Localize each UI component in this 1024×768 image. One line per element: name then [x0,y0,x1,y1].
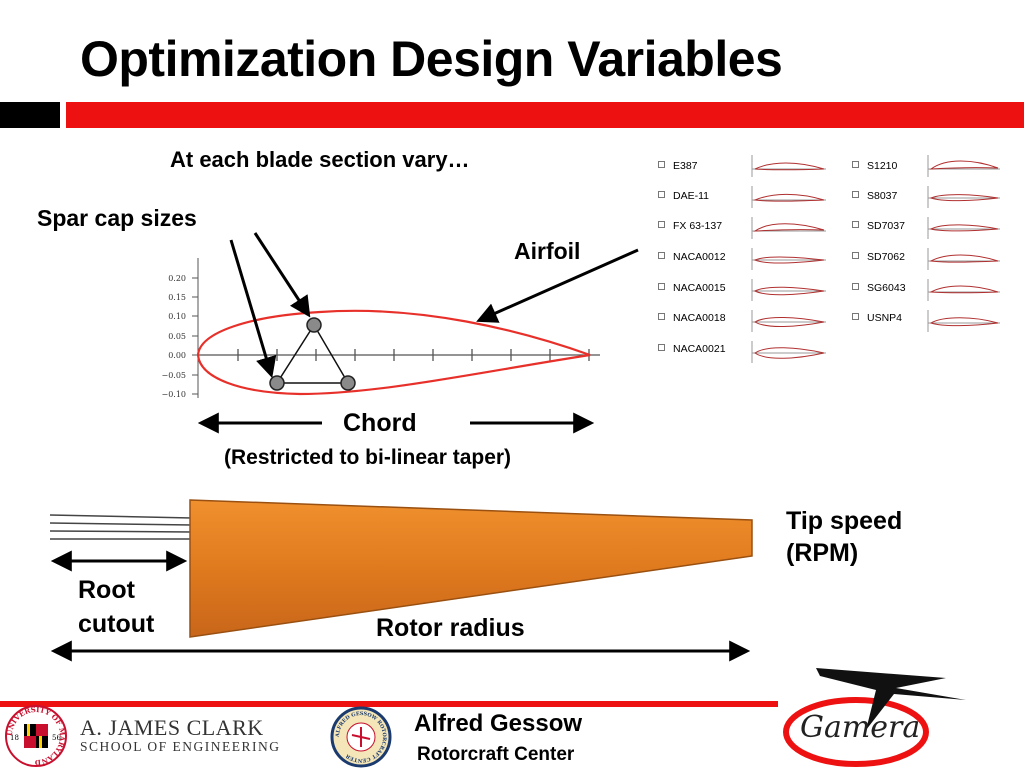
chord-note: (Restricted to bi-linear taper) [224,446,512,469]
umd-logo: UNIVERSITY OF MARYLAND 18 56 [5,705,67,767]
airfoil-label: Airfoil [514,238,581,264]
airfoil-item: NACA0018 [658,312,726,324]
tip-speed-label: Tip speed (RPM) [786,505,902,569]
clark-line2: SCHOOL OF ENGINEERING [80,739,281,754]
slide-title: Optimization Design Variables [80,31,783,87]
y-tick-1: 0.20 [168,274,186,283]
header-bar-red [66,102,1024,128]
root-line1: Root [78,576,135,604]
rotor-blade [49,499,753,638]
airfoil-item: NACA0021 [658,343,726,355]
y-tick-2: 0.15 [168,293,186,302]
annotation-arrows [50,232,751,662]
airfoil-plot: 0.20 0.15 0.10 0.05 0.00 −0.05 −0.10 [161,258,600,399]
spar-cap-label: Spar cap sizes [37,205,197,231]
airfoil-thumbnails [751,155,1000,363]
gessow-line2: Rotorcraft Center [417,744,575,765]
airfoil-item: DAE-11 [658,190,709,202]
tip-speed-line2: (RPM) [786,539,859,567]
y-tick-3: 0.10 [168,312,186,321]
airfoil-item: USNP4 [852,312,902,324]
airfoil-item: SG6043 [852,282,906,294]
root-line2: cutout [78,610,155,638]
chord-label: Chord [343,409,417,437]
header-bar-black [0,102,60,128]
footer-bar-red [0,701,778,707]
airfoil-item: NACA0012 [658,251,726,263]
y-tick-4: 0.05 [168,332,186,341]
airfoil-item: FX 63-137 [658,220,722,232]
gamera-wordmark: Gamera [800,710,921,745]
airfoil-outline [196,309,591,396]
gamera-logo [783,668,966,767]
umd-year-left: 18 [10,734,19,742]
tip-speed-line1: Tip speed [786,507,903,535]
airfoil-item: SD7062 [852,251,905,263]
clark-line1: A. JAMES CLARK [80,715,264,740]
section-subtitle: At each blade section vary… [170,147,470,172]
gessow-line1: Alfred Gessow [414,710,583,737]
airfoil-item: NACA0015 [658,282,726,294]
y-tick-6: −0.05 [161,371,186,380]
airfoil-item: S8037 [852,190,897,202]
airfoil-item: S1210 [852,160,897,172]
rotor-radius-label: Rotor radius [376,614,525,642]
y-tick-5: 0.00 [168,351,186,360]
airfoil-item: E387 [658,160,698,172]
y-tick-7: −0.10 [161,390,186,399]
umd-year-right: 56 [52,734,61,742]
gessow-seal: ALFRED GESSOW ROTORCRAFT CENTER [330,706,392,768]
airfoil-item: SD7037 [852,220,905,232]
spar-cap-triangle [269,317,356,391]
root-cutout-label: Root cutout [78,573,154,641]
